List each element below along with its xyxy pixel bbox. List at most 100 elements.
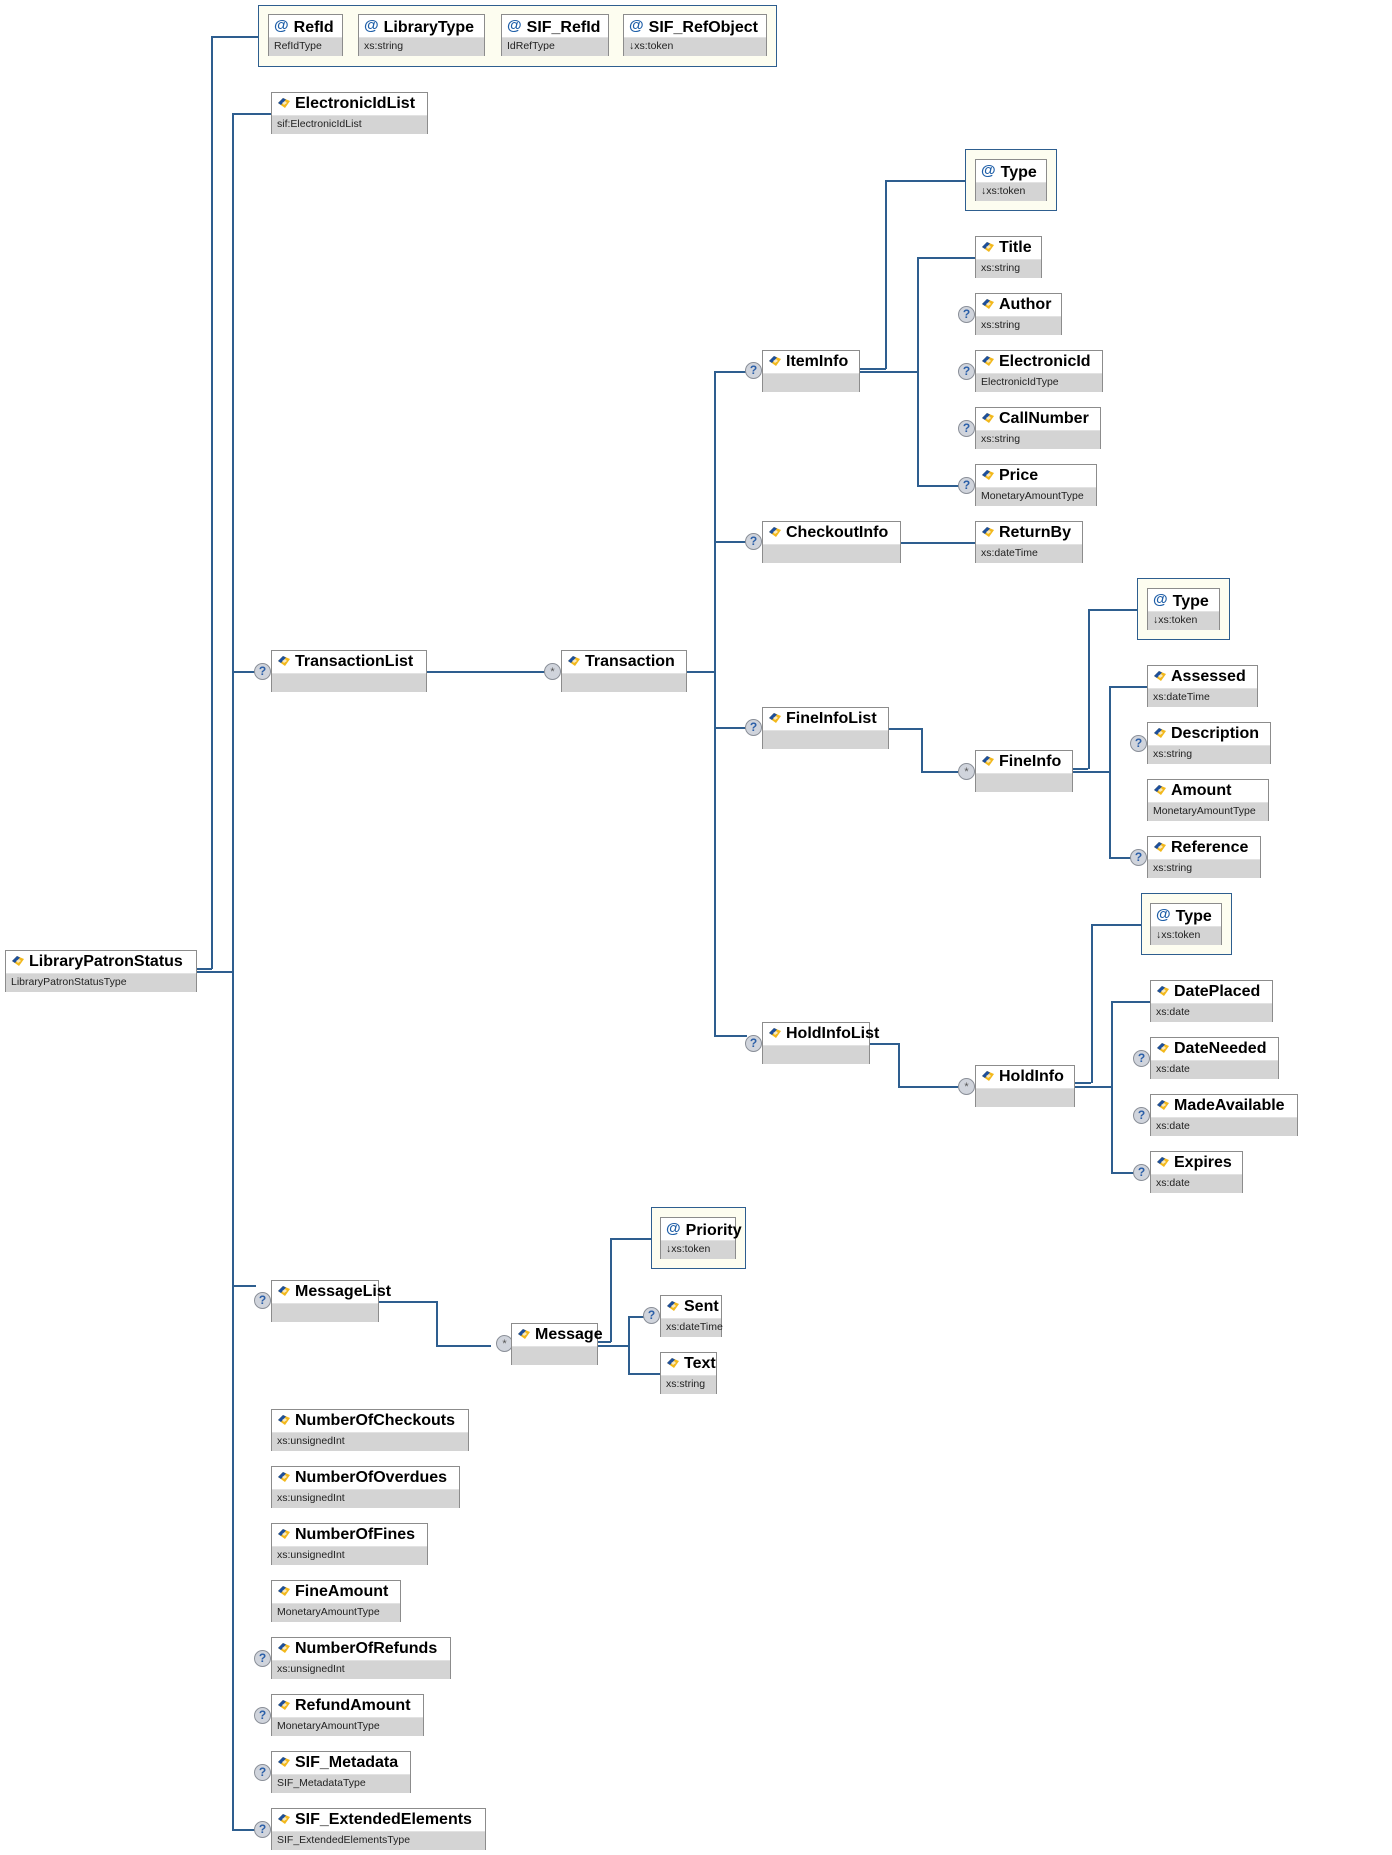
element-type (763, 731, 888, 749)
element-title[interactable]: Title xs:string (975, 236, 1042, 278)
connector (714, 1035, 747, 1037)
connector (1111, 1172, 1135, 1174)
attribute-name: Type (1172, 593, 1209, 610)
element-type: xs:string (661, 1376, 716, 1394)
element-date-placed[interactable]: DatePlaced xs:date (1150, 980, 1273, 1022)
element-author[interactable]: Author xs:string (975, 293, 1062, 335)
element-type: xs:date (1151, 1118, 1297, 1136)
element-sif-extended-elements[interactable]: SIF_ExtendedElements SIF_ExtendedElement… (271, 1808, 486, 1850)
optional-icon: ? (745, 719, 762, 736)
element-name: Price (999, 467, 1039, 484)
element-name: Reference (1171, 839, 1249, 856)
element-number-of-fines[interactable]: NumberOfFines xs:unsignedInt (271, 1523, 428, 1565)
element-transaction[interactable]: Transaction (561, 650, 687, 692)
element-hold-info-list[interactable]: HoldInfoList (762, 1022, 879, 1064)
element-name: RefundAmount (295, 1697, 411, 1714)
attribute-icon: @ (629, 17, 644, 34)
attribute-name: SIF_RefObject (648, 19, 758, 36)
element-name: NumberOfCheckouts (295, 1412, 456, 1429)
element-electronic-id[interactable]: ElectronicId ElectronicIdType (975, 350, 1103, 392)
element-text[interactable]: Text xs:string (660, 1352, 717, 1394)
attribute-refid[interactable]: @RefId RefIdType (268, 14, 343, 56)
connector (1088, 609, 1137, 611)
element-number-of-overdues[interactable]: NumberOfOverdues xs:unsignedInt (271, 1466, 460, 1508)
element-sif-metadata[interactable]: SIF_Metadata SIF_MetadataType (271, 1751, 411, 1793)
element-checkout-info[interactable]: CheckoutInfo (762, 521, 901, 563)
element-description[interactable]: Description xs:string (1147, 722, 1271, 764)
element-name: Text (684, 1355, 716, 1372)
element-type: MonetaryAmountType (272, 1604, 400, 1622)
element-electronic-id-list[interactable]: ElectronicIdList sif:ElectronicIdList (271, 92, 428, 134)
element-made-available[interactable]: MadeAvailable xs:date (1150, 1094, 1298, 1136)
element-reference[interactable]: Reference xs:string (1147, 836, 1261, 878)
element-fine-info-list[interactable]: FineInfoList (762, 707, 889, 749)
element-hold-info[interactable]: HoldInfo (975, 1065, 1075, 1107)
element-type: xs:dateTime (661, 1319, 723, 1337)
element-message[interactable]: Message (511, 1323, 603, 1365)
optional-icon: ? (1133, 1164, 1150, 1181)
attribute-sif-refobject[interactable]: @SIF_RefObject ↓xs:token (623, 14, 767, 56)
element-expires[interactable]: Expires xs:date (1150, 1151, 1243, 1193)
element-refund-amount[interactable]: RefundAmount MonetaryAmountType (271, 1694, 424, 1736)
element-amount[interactable]: Amount MonetaryAmountType (1147, 779, 1269, 821)
element-icon (981, 355, 995, 367)
attribute-type[interactable]: @Type ↓xs:token (1147, 588, 1220, 630)
element-icon (1156, 1156, 1170, 1168)
element-icon (1153, 784, 1167, 796)
element-type: xs:string (1148, 746, 1270, 764)
connector (427, 671, 546, 673)
attribute-priority[interactable]: @Priority ↓xs:token (660, 1217, 742, 1259)
element-name: CheckoutInfo (786, 524, 889, 541)
element-number-of-checkouts[interactable]: NumberOfCheckouts xs:unsignedInt (271, 1409, 469, 1451)
element-transaction-list[interactable]: TransactionList (271, 650, 427, 692)
element-name: DatePlaced (1174, 983, 1261, 1000)
element-type (976, 774, 1072, 792)
element-type: xs:unsignedInt (272, 1547, 427, 1565)
attribute-type[interactable]: @Type ↓xs:token (975, 159, 1047, 201)
attribute-librarytype[interactable]: @LibraryType xs:string (358, 14, 485, 56)
attribute-icon: @ (666, 1220, 681, 1237)
element-sent[interactable]: Sent xs:dateTime (660, 1295, 723, 1337)
connector (196, 971, 233, 973)
element-assessed[interactable]: Assessed xs:dateTime (1147, 665, 1258, 707)
connector (885, 180, 965, 182)
element-icon (277, 1585, 291, 1597)
element-type: MonetaryAmountType (976, 488, 1096, 506)
element-icon (981, 755, 995, 767)
element-icon (277, 1699, 291, 1711)
element-fine-amount[interactable]: FineAmount MonetaryAmountType (271, 1580, 401, 1622)
element-return-by[interactable]: ReturnBy xs:dateTime (975, 521, 1083, 563)
repeating-icon: * (544, 663, 561, 680)
connector (898, 1043, 900, 1086)
connector (1109, 686, 1147, 688)
element-type: xs:date (1151, 1061, 1278, 1079)
element-message-list[interactable]: MessageList (271, 1280, 391, 1322)
element-name: Expires (1174, 1154, 1232, 1171)
element-call-number[interactable]: CallNumber xs:string (975, 407, 1101, 449)
element-icon (277, 1756, 291, 1768)
element-name: Author (999, 296, 1052, 313)
element-icon (277, 1471, 291, 1483)
connector (232, 671, 256, 673)
connector (378, 1301, 437, 1303)
attribute-icon: @ (507, 17, 522, 34)
element-icon (1156, 1042, 1170, 1054)
connector (628, 1373, 660, 1375)
element-fine-info[interactable]: FineInfo (975, 750, 1073, 792)
optional-icon: ? (254, 1707, 271, 1724)
element-library-patron-status[interactable]: LibraryPatronStatus LibraryPatronStatusT… (5, 950, 197, 992)
element-item-info[interactable]: ItemInfo (762, 350, 860, 392)
element-name: ReturnBy (999, 524, 1072, 541)
optional-icon: ? (254, 1650, 271, 1667)
element-date-needed[interactable]: DateNeeded xs:date (1150, 1037, 1279, 1079)
element-price[interactable]: Price MonetaryAmountType (975, 464, 1097, 506)
attribute-type-value: ↓xs:token (661, 1241, 735, 1259)
element-number-of-refunds[interactable]: NumberOfRefunds xs:unsignedInt (271, 1637, 451, 1679)
attribute-type[interactable]: @Type ↓xs:token (1150, 903, 1222, 945)
attribute-type: IdRefType (502, 38, 608, 56)
element-icon (768, 1027, 782, 1039)
attribute-name: Priority (685, 1222, 742, 1239)
attribute-sif-refid[interactable]: @SIF_RefId IdRefType (501, 14, 609, 56)
optional-icon: ? (254, 663, 271, 680)
attribute-name: RefId (293, 19, 334, 36)
